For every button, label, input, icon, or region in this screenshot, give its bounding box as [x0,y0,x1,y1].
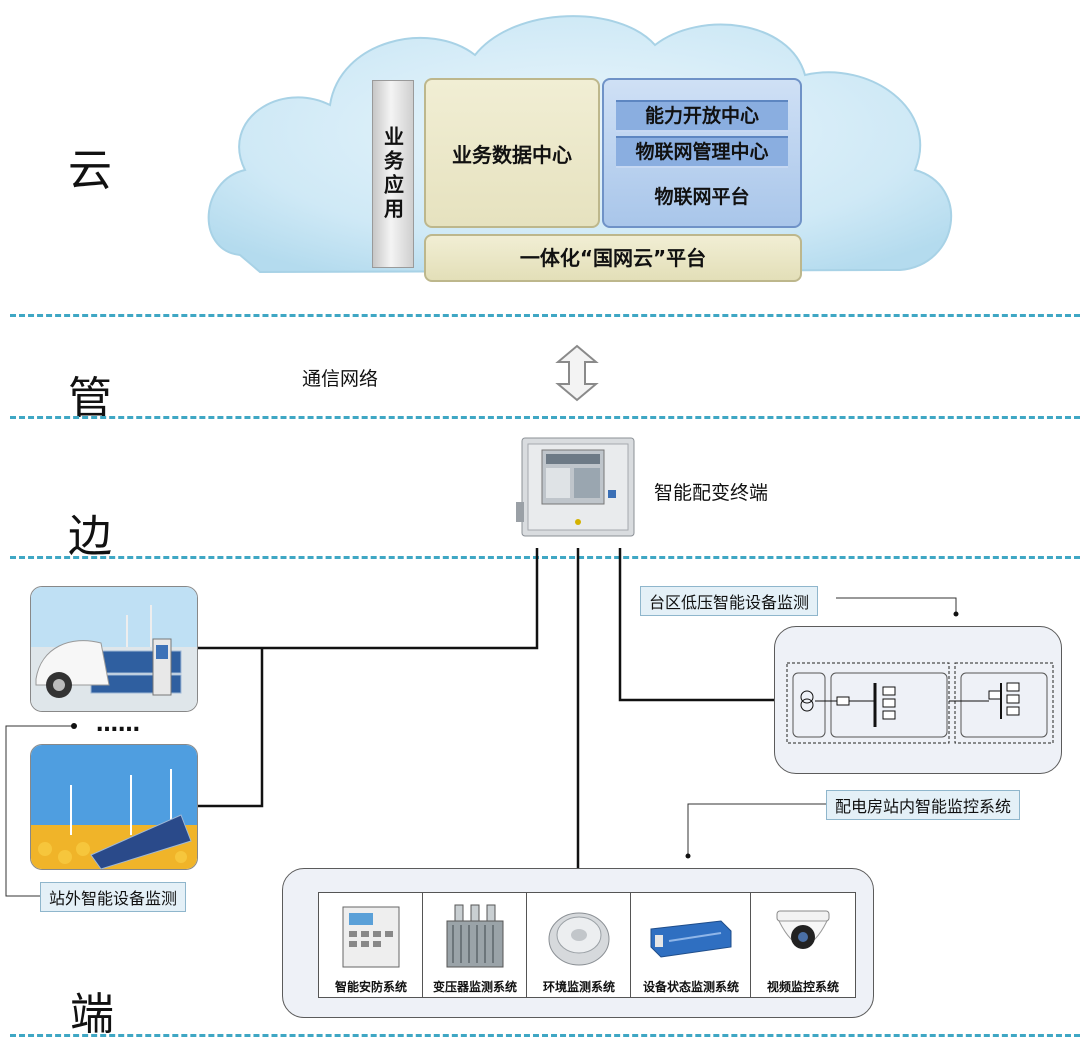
dome-camera-icon [776,910,830,949]
data-center-box: 业务数据中心 [424,78,600,228]
system-security: 智能安防系统 [318,892,424,998]
sgcloud-platform-label: 一体化“国网云”平台 [519,246,707,270]
business-app-box: 业务应用 [372,80,414,268]
layer-label-end: 端 [70,989,114,1040]
system-transformer-label: 变压器监测系统 [432,980,517,994]
divider-edge-end [10,556,1080,559]
substation-tag: 配电房站内智能监控系统 [826,790,1021,820]
divider-cloud-pipe [10,314,1080,317]
outside-monitor-tag: 站外智能设备监测 [40,882,187,912]
iot-platform-label: 物联网平台 [654,186,750,208]
security-panel-icon [342,906,400,968]
terminal-label: 智能配变终端 [654,482,769,504]
environment-sensor-icon [548,912,610,966]
system-equipment-status: 设备状态监测系统 [630,892,752,998]
double-arrow-icon [555,344,599,402]
solar-wind-image [30,744,198,870]
network-label: 通信网络 [302,368,379,390]
lv-monitor-tag: 台区低压智能设备监测 [640,586,819,616]
lv-schematic [786,662,1054,744]
transformer-icon [446,904,504,968]
status-monitor-icon [650,920,732,958]
layer-label-cloud: 云 [68,145,112,196]
layer-label-pipe: 管 [68,373,112,424]
lv-monitor-panel [774,626,1062,774]
capability-center-label: 能力开放中心 [616,100,788,132]
ellipsis: …… [96,712,140,737]
divider-pipe-edge [10,416,1080,419]
system-environment-label: 环境监测系统 [542,980,615,994]
iot-management-label: 物联网管理中心 [616,136,788,168]
ev-charging-image [30,586,198,712]
system-equipment-status-label: 设备状态监测系统 [642,980,739,994]
smart-terminal-device [516,437,635,537]
system-transformer: 变压器监测系统 [422,892,528,998]
sgcloud-platform-box: 一体化“国网云”平台 [424,234,802,282]
iot-platform-box: 能力开放中心 物联网管理中心 物联网平台 [602,78,802,228]
system-security-label: 智能安防系统 [334,980,407,994]
system-environment: 环境监测系统 [526,892,632,998]
system-video: 视频监控系统 [750,892,856,998]
divider-bottom [10,1034,1080,1037]
layer-label-edge: 边 [68,511,112,562]
business-app-label: 业务应用 [380,126,405,222]
data-center-label: 业务数据中心 [452,142,572,167]
system-video-label: 视频监控系统 [766,980,839,994]
